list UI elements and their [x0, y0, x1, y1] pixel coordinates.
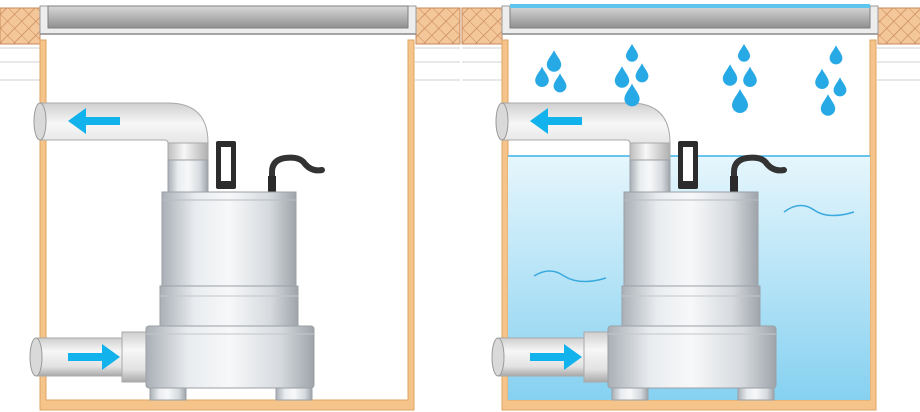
- water-drop-icon: [743, 66, 757, 88]
- water-drop-icon: [829, 45, 843, 65]
- submersible-pump: [146, 141, 322, 400]
- water-drop-icon: [738, 43, 750, 62]
- water-drop-icon: [635, 63, 649, 83]
- flow-arrow-icon: [68, 108, 120, 134]
- wave-icon: [533, 270, 607, 283]
- flooded-pit-panel: [461, 4, 920, 411]
- flow-arrow-icon: [530, 344, 582, 370]
- lid-highlight: [510, 4, 870, 8]
- water-drop-icon: [553, 73, 567, 93]
- water-drop-icon: [815, 68, 829, 90]
- water-drop-icon: [535, 66, 549, 88]
- wave-icon: [783, 204, 855, 217]
- flow-arrow-icon: [530, 108, 582, 134]
- dry-pit-panel: [0, 5, 461, 411]
- water-drop-icon: [624, 83, 640, 107]
- water-drop-icon: [820, 94, 836, 116]
- water-drop-icon: [732, 89, 748, 113]
- water-drop-icon: [722, 64, 738, 86]
- water-drop-icon: [626, 43, 638, 62]
- water-drop-icon: [614, 66, 630, 88]
- water-drop-icon: [833, 77, 847, 97]
- water-drop-icon: [546, 50, 562, 72]
- flow-arrow-icon: [68, 344, 120, 370]
